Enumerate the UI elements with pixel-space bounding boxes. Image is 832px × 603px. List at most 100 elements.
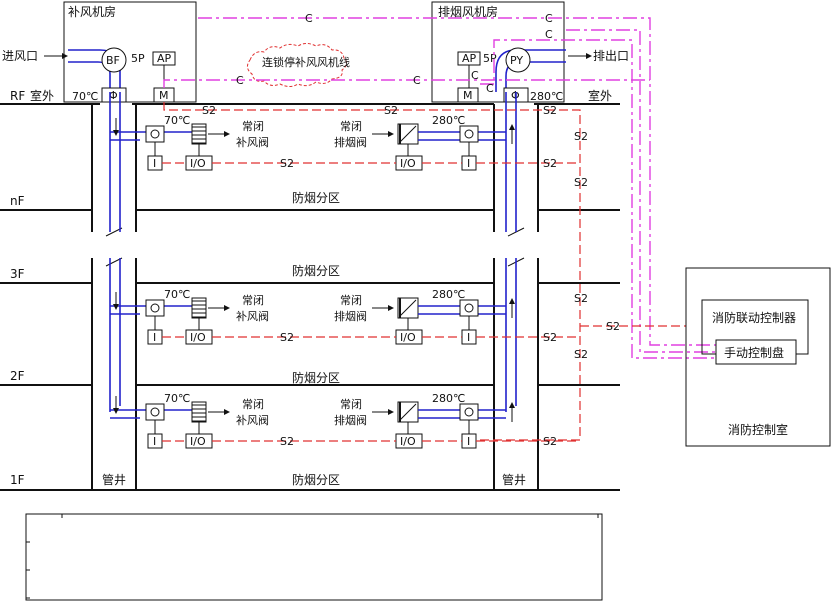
- c-label-ap: C: [471, 69, 479, 82]
- control-room-box: [685, 267, 831, 447]
- zone-label-2f: 防烟分区: [292, 370, 340, 385]
- linkage-controller-label: 消防联动控制器: [712, 310, 796, 325]
- inlet-label: 进风口: [2, 49, 38, 63]
- outlet-label: 排出口: [593, 49, 629, 63]
- s2-label-top-c: S2: [543, 104, 557, 117]
- row-2-exhaust-damper-line1: 常闭: [340, 294, 362, 307]
- zone-label-1f: 防烟分区: [292, 472, 340, 487]
- row-2-exhaust-damper-line2: 排烟阀: [334, 309, 367, 323]
- exhaust-room-box: [431, 1, 565, 103]
- c-label-5: C: [413, 74, 421, 87]
- row-3-supply-i-label: I: [153, 435, 156, 448]
- row-1-supply-phi-icon: [150, 129, 160, 139]
- c-label-3: C: [545, 28, 553, 41]
- s2-label-top-a: S2: [202, 104, 216, 117]
- shaft-label-left: 管井: [102, 472, 126, 487]
- row-2-supply-temp: 70℃: [164, 288, 190, 301]
- row-2-s2-label-mid: S2: [280, 331, 294, 344]
- row-3-s2-label-right: S2: [543, 435, 557, 448]
- inlet-arrowhead: [62, 53, 68, 59]
- row-3-supply-damper-line2: 补风阀: [236, 413, 269, 427]
- rf-m-right: [457, 87, 479, 103]
- row-1-supply-temp: 70℃: [164, 114, 190, 127]
- row-2-s2-label-right: S2: [543, 331, 557, 344]
- s2-label-top-b: S2: [384, 104, 398, 117]
- floor-rf: RF: [10, 89, 25, 103]
- exhaust-room-label: 排烟风机房: [438, 4, 498, 19]
- row-3-supply-arrowhead: [113, 408, 119, 414]
- py-5p-label: 5P: [483, 52, 497, 65]
- floor-3f: 3F: [10, 267, 25, 281]
- s2-label-vert-2: S2: [574, 176, 588, 189]
- row-1-supply-phi-box: [145, 125, 165, 143]
- row-2-supply-io-label: I/O: [190, 331, 206, 344]
- shaft-label-right: 管井: [502, 472, 526, 487]
- row-2-exhaust-phi-icon: [464, 303, 474, 313]
- ap-left-label: AP: [157, 52, 172, 65]
- row-3-exhaust-damper-line1: 常闭: [340, 398, 362, 411]
- row-1-exhaust-arrowhead: [509, 124, 515, 130]
- rf-m-left-label: M: [159, 89, 169, 102]
- row-3-exhaust-in-arrowhead: [388, 409, 394, 415]
- bf-label: BF: [106, 54, 120, 67]
- c-label-1: C: [305, 12, 313, 25]
- s2-label-vert-1: S2: [574, 130, 588, 143]
- outdoor-right: 室外: [588, 88, 612, 103]
- c-line-second: [566, 29, 716, 353]
- rf-temp280: 280℃: [530, 90, 563, 103]
- s2-bus-main: [163, 102, 581, 441]
- row-1-exhaust-i-label: I: [467, 157, 470, 170]
- row-1-exhaust-io-label: I/O: [400, 157, 416, 170]
- row-2-exhaust-arrowhead: [509, 298, 515, 304]
- row-1-supply-arrowhead: [113, 130, 119, 136]
- row-1-supply-io-label: I/O: [190, 157, 206, 170]
- row-3-supply-out-arrowhead: [224, 409, 230, 415]
- s2-label-vert-3: S2: [574, 292, 588, 305]
- outdoor-left: 室外: [30, 88, 54, 103]
- c-line-top: [198, 17, 716, 346]
- manual-panel-box[interactable]: [715, 339, 797, 365]
- ap-right-label: AP: [462, 52, 477, 65]
- control-room-label: 消防控制室: [728, 422, 788, 437]
- row-3-exhaust-io-label: I/O: [400, 435, 416, 448]
- row-2-supply-arrowhead: [113, 304, 119, 310]
- c-label-4: C: [236, 74, 244, 87]
- row-2-exhaust-temp: 280℃: [432, 288, 465, 301]
- row-2-supply-out-arrowhead: [224, 305, 230, 311]
- rf-m-right-label: M: [463, 89, 473, 102]
- empty-frame: [25, 513, 603, 601]
- c-label-2: C: [545, 12, 553, 25]
- row-3-exhaust-i-label: I: [467, 435, 470, 448]
- row-1-supply-damper-line2: 补风阀: [236, 135, 269, 149]
- row-3-exhaust-temp: 280℃: [432, 392, 465, 405]
- row-2-exhaust-io-label: I/O: [400, 331, 416, 344]
- supply-fan-bf: [101, 47, 127, 73]
- row-1-exhaust-in-arrowhead: [388, 131, 394, 137]
- row-1-exhaust-damper-line1: 常闭: [340, 120, 362, 133]
- row-2-exhaust-phi-box: [459, 299, 479, 317]
- manual-panel-label: 手动控制盘: [724, 345, 784, 360]
- row-1-exhaust-phi-box: [459, 125, 479, 143]
- floor-nf: nF: [10, 194, 25, 208]
- row-2-supply-damper-line1: 常闭: [242, 294, 264, 307]
- row-2-supply-i-label: I: [153, 331, 156, 344]
- py-label: PY: [510, 54, 523, 67]
- row-1-exhaust-damper-blade: [399, 125, 417, 143]
- supply-room-label: 补风机房: [68, 4, 116, 19]
- bf-5p-label: 5P: [131, 52, 145, 65]
- row-3-exhaust-damper-blade: [399, 403, 417, 421]
- row-3-supply-phi-icon: [150, 407, 160, 417]
- floor-1f: 1F: [10, 473, 25, 487]
- row-1-supply-out-arrowhead: [224, 131, 230, 137]
- row-1-supply-damper-line1: 常闭: [242, 120, 264, 133]
- rf-phi-left-label: Φ: [109, 89, 118, 102]
- c-line-third: [480, 39, 716, 359]
- row-2-exhaust-i-label: I: [467, 331, 470, 344]
- interlock-label: 连锁停补风风机线: [262, 55, 350, 69]
- row-2-supply-damper-line2: 补风阀: [236, 309, 269, 323]
- row-1-exhaust-damper-line2: 排烟阀: [334, 135, 367, 149]
- c-label-6: C: [486, 82, 494, 95]
- c-line-interlock: [163, 79, 650, 88]
